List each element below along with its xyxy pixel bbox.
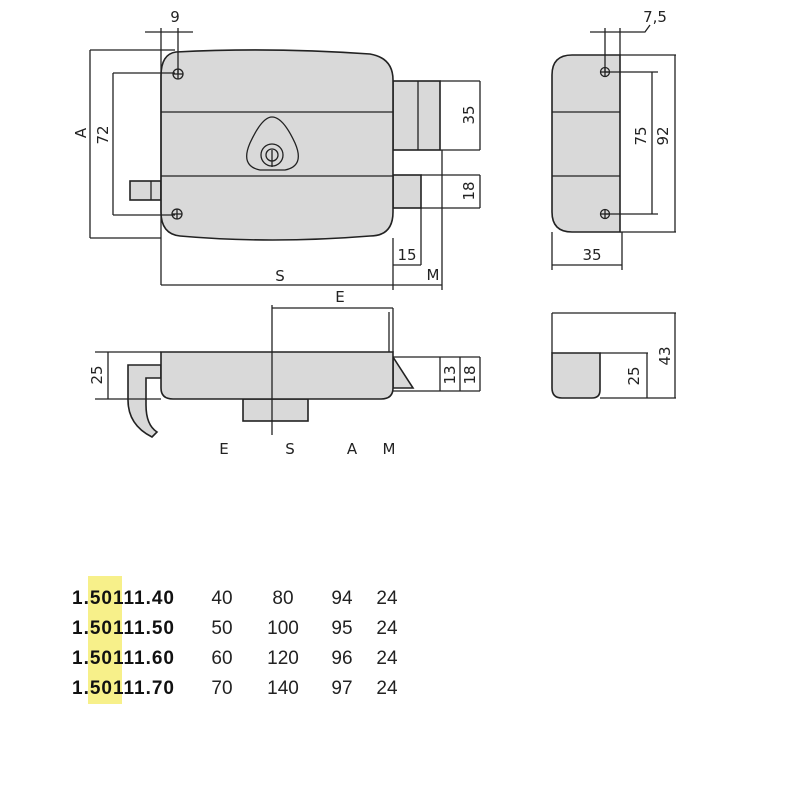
dim-side-hole-offset: 7,5	[643, 8, 667, 26]
cell-e: 50	[211, 618, 232, 639]
dim-keeper-outer: 43	[656, 346, 674, 365]
dim-side-height: 92	[654, 126, 672, 145]
cell-e: 60	[211, 648, 232, 669]
key-escutcheon	[246, 116, 299, 171]
table-row: 1.50111.50 50 100 95 24	[72, 618, 398, 639]
dim-M: M	[427, 266, 440, 284]
cell-a: 94	[331, 588, 353, 609]
dim-E: E	[335, 288, 344, 306]
cell-a: 97	[331, 678, 352, 699]
side-view: 7,5 75 92 35	[551, 8, 676, 270]
cell-code: 1.50111.40	[72, 588, 174, 609]
keeper-view: 25 43	[551, 312, 676, 399]
table-row: 1.50111.70 70 140 97 24	[72, 678, 398, 699]
dim-S: S	[275, 267, 285, 285]
cell-s: 140	[267, 678, 299, 699]
cell-s: 120	[267, 648, 299, 669]
dim-hole-offset: 9	[170, 8, 180, 26]
cylinder-housing	[242, 398, 309, 422]
cylinder-stub	[129, 180, 162, 201]
cell-m: 24	[376, 588, 398, 609]
hook-bolt	[127, 364, 162, 438]
header-E: E	[219, 440, 228, 458]
screw-hole-icon	[171, 208, 183, 220]
cell-e: 40	[211, 588, 232, 609]
code-highlight	[88, 576, 122, 704]
table-row: 1.50111.40 40 80 94 24	[72, 588, 398, 609]
dim-latch-18: 18	[461, 365, 479, 384]
dim-hole-spacing: 72	[94, 125, 112, 144]
cell-e: 70	[211, 678, 232, 699]
column-headers: E S A M	[219, 440, 395, 458]
keeper-block	[551, 352, 601, 399]
latch-bolt	[392, 174, 422, 209]
deadbolt	[392, 80, 441, 151]
cell-code: 1.50111.50	[72, 618, 174, 639]
dim-side-hole-spacing: 75	[632, 126, 650, 145]
cell-code: 1.50111.70	[72, 678, 174, 699]
cell-m: 24	[376, 678, 398, 699]
dim-latch-throw: 15	[397, 246, 416, 264]
cell-m: 24	[376, 648, 398, 669]
cell-s: 80	[272, 588, 293, 609]
dim-depth: 25	[88, 365, 106, 384]
cell-a: 96	[331, 648, 352, 669]
header-M: M	[383, 440, 396, 458]
dim-A: A	[72, 127, 90, 138]
table-row: 1.50111.60 60 120 96 24	[72, 648, 398, 669]
dim-latch: 18	[460, 181, 478, 200]
dim-latch-13: 13	[441, 365, 459, 384]
cell-code: 1.50111.60	[72, 648, 174, 669]
header-A: A	[347, 440, 358, 458]
front-view: 9 A 72 35 18 15 M S	[72, 8, 481, 290]
side-body	[551, 54, 621, 233]
dim-deadbolt: 35	[460, 105, 478, 124]
header-S: S	[285, 440, 295, 458]
cell-m: 24	[376, 618, 398, 639]
cell-a: 95	[331, 618, 352, 639]
lock-body-top	[160, 351, 394, 400]
latch-tip	[392, 354, 415, 389]
dim-keeper-inner: 25	[625, 366, 643, 385]
cell-s: 100	[267, 618, 299, 639]
top-view: E 25 13 18	[88, 288, 481, 438]
dim-side-width: 35	[582, 246, 601, 264]
